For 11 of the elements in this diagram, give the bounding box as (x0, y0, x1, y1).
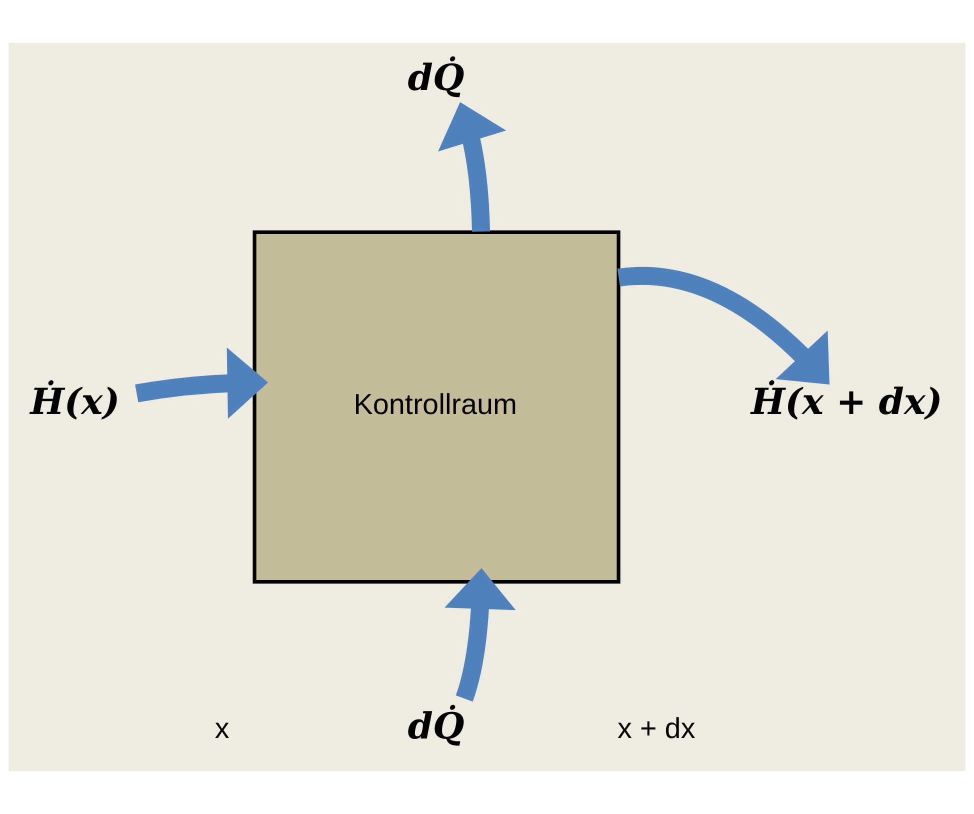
arrow (438, 102, 506, 232)
node-text: Ḣ(x) (30, 381, 120, 424)
node-text: dQ̇ (408, 706, 464, 748)
arrow (135, 348, 268, 419)
node-box: Kontrollraum (252, 230, 620, 584)
label: x + dx (618, 713, 696, 746)
arrow (618, 267, 830, 385)
node-text: Ḣ(x + dx) (750, 381, 942, 424)
node-text: dQ̇ (408, 56, 464, 99)
label: x (214, 713, 230, 746)
arrow (444, 568, 516, 702)
